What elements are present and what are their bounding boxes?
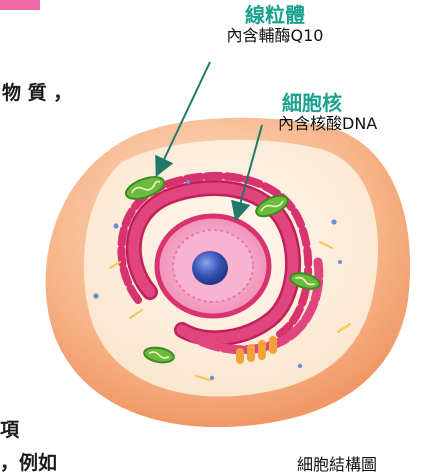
nucleus-subtitle: 內含核酸DNA [278, 114, 377, 134]
mitochondria-label: 線粒體 內含輔酶Q10 [200, 4, 350, 46]
figure-caption: 細胞結構圖 [297, 451, 377, 475]
nucleolus [192, 251, 228, 285]
nucleus-title: 細胞核 [278, 92, 377, 114]
mitochondria-subtitle: 內含輔酶Q10 [200, 26, 350, 46]
nucleus-label: 細胞核 內含核酸DNA [278, 92, 377, 134]
mitochondria-title: 線粒體 [200, 4, 350, 26]
